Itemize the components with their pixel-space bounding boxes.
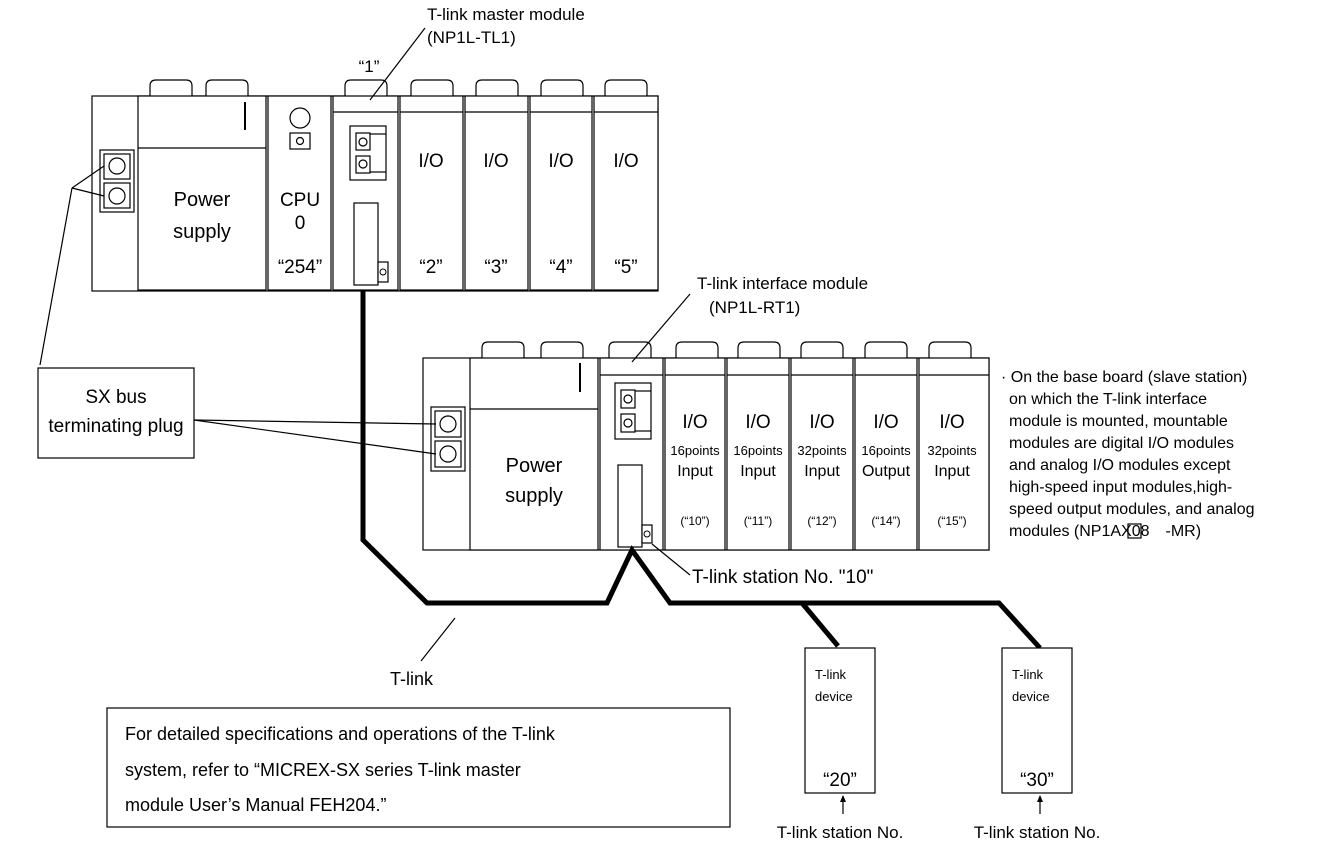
slave-io-kind: Output xyxy=(862,463,911,480)
tlink-cable: T-link T-link station No. "10" xyxy=(360,290,1042,689)
slave-rack: Power supply I/O 16points xyxy=(422,341,990,551)
slave-io-points: 32points xyxy=(927,443,977,458)
tlink-interface-module xyxy=(599,341,664,551)
master-io-modules: I/O “2” I/O “3” I/O “4” I/O xyxy=(399,79,659,291)
reference-line: For detailed specifications and operatio… xyxy=(125,724,556,744)
master-io-number: “5” xyxy=(614,257,637,278)
master-terminating-plugs xyxy=(99,149,135,213)
note-line: modules (NP1AX08 -MR) xyxy=(1009,523,1201,540)
tlink-device-20: T-link device “20” T-link station No. xyxy=(777,647,904,842)
placeholder-square-icon xyxy=(1127,523,1142,539)
device-name-1: T-link xyxy=(1012,667,1044,682)
slave-io-number: (“15”) xyxy=(937,514,966,528)
tlink-device-30: T-link device “30” T-link station No. xyxy=(974,647,1101,842)
note-line: on which the T-link interface xyxy=(1009,391,1207,408)
slave-io-kind: Input xyxy=(934,463,970,480)
slave-io-module: I/O 32points Input (“15”) xyxy=(918,341,990,551)
slave-io-label: I/O xyxy=(809,412,834,433)
reference-box: For detailed specifications and operatio… xyxy=(106,707,731,828)
device-station-caption: T-link station No. xyxy=(777,823,904,842)
slave-power-label-2: supply xyxy=(505,485,563,507)
mounting-note: · On the base board (slave station) on w… xyxy=(1001,369,1255,540)
sx-bus-plug-callout: SX bus terminating plug xyxy=(37,165,437,459)
device-station-number: “30” xyxy=(1020,770,1054,791)
device-name-1: T-link xyxy=(815,667,847,682)
slave-io-kind: Input xyxy=(740,463,776,480)
sx-bus-plug-box xyxy=(37,367,195,459)
cpu-knob-icon xyxy=(289,107,311,129)
station-10-label: T-link station No. "10" xyxy=(692,567,873,588)
slave-io-label: I/O xyxy=(939,412,964,433)
note-line: and analog I/O modules except xyxy=(1009,457,1231,474)
master-io-module: I/O “5” xyxy=(593,79,659,291)
device-name-2: device xyxy=(815,689,853,704)
note-line: modules are digital I/O modules xyxy=(1009,435,1234,452)
slave-io-number: (“12”) xyxy=(807,514,836,528)
slave-power-label-1: Power xyxy=(506,455,563,477)
slave-io-points: 16points xyxy=(861,443,911,458)
slave-io-modules: I/O 16points Input (“10”) I/O 16points I… xyxy=(664,341,990,551)
note-line: · On the base board (slave station) xyxy=(1001,369,1247,386)
master-rack: Power supply CPU 0 “254” xyxy=(91,79,659,292)
slave-io-points: 16points xyxy=(733,443,783,458)
master-io-module: I/O “4” xyxy=(529,79,593,291)
cpu-number: 0 xyxy=(295,213,306,234)
master-io-module: I/O “3” xyxy=(464,79,529,291)
master-module-model: (NP1L-TL1) xyxy=(427,28,516,47)
slave-io-points: 16points xyxy=(670,443,720,458)
arrow-up-icon xyxy=(840,795,846,802)
interface-module-annotation: T-link interface module (NP1L-RT1) xyxy=(631,274,868,363)
device-station-number: “20” xyxy=(823,770,857,791)
master-cpu-module: CPU 0 “254” xyxy=(267,95,332,291)
reference-line: module User’s Manual FEH204.” xyxy=(125,795,386,815)
master-slot-number: “1” xyxy=(359,57,380,76)
interface-module-title: T-link interface module xyxy=(697,274,868,293)
slave-io-module: I/O 16points Output (“14”) xyxy=(854,341,918,551)
master-module-title: T-link master module xyxy=(427,5,585,24)
interface-module-model: (NP1L-RT1) xyxy=(709,298,800,317)
note-line: high-speed input modules,high- xyxy=(1009,479,1232,496)
master-io-label: I/O xyxy=(613,151,638,172)
cpu-station-number: “254” xyxy=(278,257,322,278)
slave-io-number: (“11”) xyxy=(744,514,772,528)
cpu-label: CPU xyxy=(280,190,320,211)
slave-power-supply-module: Power supply xyxy=(469,341,599,551)
slave-io-kind: Input xyxy=(804,463,840,480)
slave-io-number: (“10”) xyxy=(680,514,709,528)
device-name-2: device xyxy=(1012,689,1050,704)
sx-bus-plug-label-2: terminating plug xyxy=(48,416,183,437)
slave-io-module: I/O 16points Input (“11”) xyxy=(726,341,790,551)
slave-io-module: I/O 16points Input (“10”) xyxy=(664,341,726,551)
master-io-label: I/O xyxy=(418,151,443,172)
master-power-label-1: Power xyxy=(174,189,231,211)
master-io-module: I/O “2” xyxy=(399,79,464,291)
arrow-up-icon xyxy=(1037,795,1043,802)
master-power-label-2: supply xyxy=(173,221,231,243)
slave-io-module: I/O 32points Input (“12”) xyxy=(790,341,854,551)
master-io-label: I/O xyxy=(483,151,508,172)
slave-io-points: 32points xyxy=(797,443,847,458)
slave-io-number: (“14”) xyxy=(871,514,900,528)
master-io-number: “4” xyxy=(549,257,572,278)
tlink-master-module xyxy=(332,79,399,291)
reference-line: system, refer to “MICREX-SX series T-lin… xyxy=(125,760,521,780)
master-module-annotation: T-link master module (NP1L-TL1) “1” xyxy=(359,5,585,101)
device-station-caption: T-link station No. xyxy=(974,823,1101,842)
master-io-label: I/O xyxy=(548,151,573,172)
master-io-number: “3” xyxy=(484,257,507,278)
slave-io-label: I/O xyxy=(873,412,898,433)
note-line: module is mounted, mountable xyxy=(1009,413,1228,430)
master-power-supply-module: Power supply xyxy=(137,79,267,291)
slave-io-kind: Input xyxy=(677,463,713,480)
tlink-label: T-link xyxy=(390,669,434,689)
slave-io-label: I/O xyxy=(745,412,770,433)
master-io-number: “2” xyxy=(419,257,442,278)
slave-terminating-plugs xyxy=(430,406,466,472)
slave-io-label: I/O xyxy=(682,412,707,433)
note-line: speed output modules, and analog xyxy=(1009,501,1255,518)
sx-bus-plug-label-1: SX bus xyxy=(85,387,146,408)
